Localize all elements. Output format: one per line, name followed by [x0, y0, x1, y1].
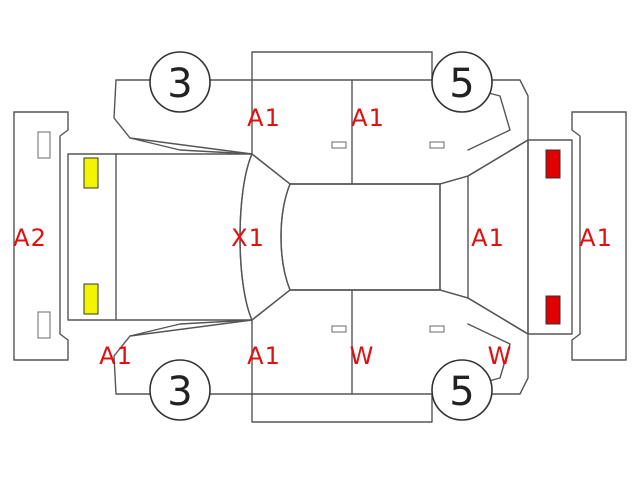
code-rear-left-door: A1 [351, 104, 385, 132]
wheel-rear-left: 5 [431, 51, 493, 113]
code-front-right-door: A1 [247, 342, 281, 370]
roof [280, 183, 441, 291]
wheel-number: 3 [167, 369, 192, 415]
headlight-icon [83, 283, 99, 315]
taillight-icon [545, 295, 561, 325]
code-front-right-fender: A1 [99, 342, 133, 370]
wheel-front-right: 3 [149, 359, 211, 421]
right-side-panel [113, 289, 529, 423]
wheel-number: 5 [449, 61, 474, 107]
wheel-number: 5 [449, 369, 474, 415]
headlight-icon [83, 157, 99, 189]
front-grille [67, 153, 117, 321]
code-front-bumper: A2 [13, 224, 47, 252]
code-hood: X1 [231, 224, 265, 252]
rear-bumper [571, 111, 627, 361]
code-rear-right-door: W [350, 342, 375, 370]
tailgate [527, 139, 573, 335]
taillight-icon [545, 149, 561, 179]
left-side-panel [113, 51, 529, 185]
code-rear-window: A1 [471, 224, 505, 252]
wheel-rear-right: 5 [431, 359, 493, 421]
front-bumper [13, 111, 69, 361]
code-front-left-door: A1 [247, 104, 281, 132]
wheel-number: 3 [167, 61, 192, 107]
code-rear-bumper: A1 [579, 224, 613, 252]
code-rear-right-fender: W [488, 342, 513, 370]
wheel-front-left: 3 [149, 51, 211, 113]
